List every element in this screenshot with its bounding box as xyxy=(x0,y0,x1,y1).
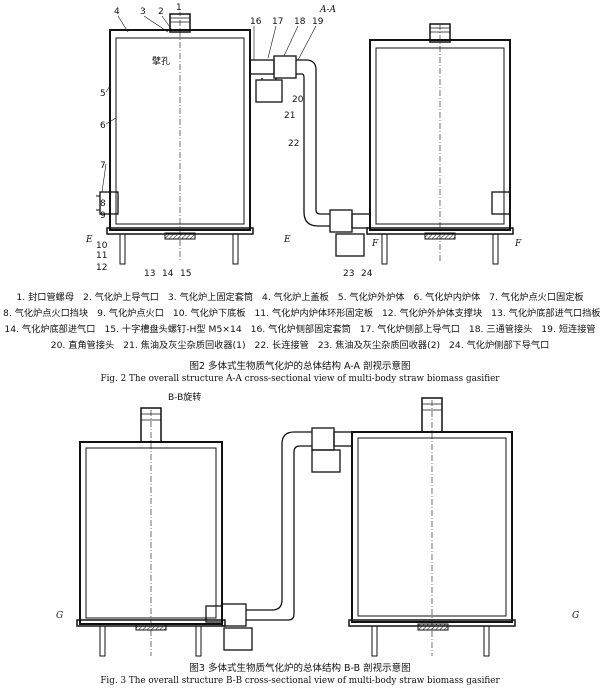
callout-22: 22 xyxy=(288,139,299,149)
fig2-drawing: A-A E E F F 擘孔 1 2 3 4 5 6 7 8 9 10 11 1… xyxy=(85,3,522,279)
legend-item: 18. 三通管接头 xyxy=(468,324,533,335)
fig2-caption-cn: 图2 多体式生物质气化炉的总体结构 A-A 剖视示意图 xyxy=(189,361,411,372)
left-gasifier xyxy=(96,13,254,265)
fig3-connecting-pipe xyxy=(205,427,353,651)
fig2-side-mark-left: E xyxy=(85,235,93,245)
fig3-caption-cn: 图3 多体式生物质气化炉的总体结构 B-B 剖视示意图 xyxy=(189,663,411,674)
callout-1: 1 xyxy=(176,3,182,13)
callout-18: 18 xyxy=(294,17,306,27)
connecting-pipe xyxy=(249,55,371,257)
fig2-side-mark-f: F xyxy=(371,239,379,249)
callout-11: 11 xyxy=(96,251,107,261)
legend-item: 10. 气化炉下底板 xyxy=(172,308,246,319)
legend-item: 11. 气化炉内炉体环形固定板 xyxy=(254,308,374,319)
callout-12: 12 xyxy=(96,263,107,273)
fig2-legend: 1. 封口管螺母 2. 气化炉上导气口 3. 气化炉上固定套筒 4. 气化炉上盖… xyxy=(0,290,600,354)
legend-item: 14. 气化炉底部进气口 xyxy=(4,324,96,335)
callout-13: 13 xyxy=(144,269,155,279)
legend-row-3: 14. 气化炉底部进气口 15. 十字槽盘头螺钉-H型 M5×14 16. 气化… xyxy=(0,322,600,338)
legend-item: 23. 焦油及灰尘杂质回收器(2) xyxy=(317,340,441,351)
legend-item: 9. 气化炉点火口 xyxy=(97,308,164,319)
legend-item: 12. 气化炉外炉体支撑块 xyxy=(381,308,483,319)
callout-7: 7 xyxy=(100,161,106,171)
fig2-side-mark-right: E xyxy=(283,235,291,245)
legend-row-2: 8. 气化炉点火口挡块 9. 气化炉点火口 10. 气化炉下底板 11. 气化炉… xyxy=(0,306,600,322)
fig2-side-mark-f2: F xyxy=(514,239,522,249)
fig3-caption-en: Fig. 3 The overall structure B-B cross-s… xyxy=(100,676,500,686)
callout-23: 23 xyxy=(343,269,354,279)
fig3-side-mark-left: G xyxy=(56,611,63,621)
callout-2: 2 xyxy=(158,7,164,17)
callout-3: 3 xyxy=(140,7,146,17)
legend-item: 2. 气化炉上导气口 xyxy=(82,292,159,303)
callout-10: 10 xyxy=(96,241,108,251)
callout-15: 15 xyxy=(180,269,191,279)
legend-row-4: 20. 直角管接头 21. 焦油及灰尘杂质回收器(1) 22. 长连接管 23.… xyxy=(0,338,600,354)
legend-item: 5. 气化炉外炉体 xyxy=(337,292,405,303)
callout-4: 4 xyxy=(114,7,120,17)
fig3-side-mark-right: G xyxy=(572,611,579,621)
legend-item: 1. 封口管螺母 xyxy=(16,292,75,303)
callout-19: 19 xyxy=(312,17,324,27)
fig3-right-gasifier xyxy=(348,397,516,657)
callout-8: 8 xyxy=(100,199,106,209)
fig2-caption-en: Fig. 2 The overall structure A-A cross-s… xyxy=(100,374,500,384)
legend-row-1: 1. 封口管螺母 2. 气化炉上导气口 3. 气化炉上固定套筒 4. 气化炉上盖… xyxy=(0,290,600,306)
legend-item: 17. 气化炉侧部上导气口 xyxy=(359,324,460,335)
legend-item: 7. 气化炉点火口固定板 xyxy=(489,292,584,303)
callout-14: 14 xyxy=(162,269,174,279)
fig3-left-gasifier xyxy=(76,407,226,657)
legend-item: 3. 气化炉上固定套筒 xyxy=(167,292,254,303)
callout-6: 6 xyxy=(100,121,106,131)
callout-21: 21 xyxy=(284,111,295,121)
legend-item: 13. 气化炉底部进气口挡板 xyxy=(491,308,600,319)
legend-item: 24. 气化炉侧部下导气口 xyxy=(449,340,550,351)
fig3-section-mark: B-B旋转 xyxy=(168,391,201,403)
callout-5: 5 xyxy=(100,89,106,99)
callout-20: 20 xyxy=(292,95,304,105)
legend-item: 4. 气化炉上盖板 xyxy=(262,292,329,303)
fig2-callouts: 1 2 3 4 5 6 7 8 9 10 11 12 13 14 15 16 1… xyxy=(96,3,373,279)
legend-item: 19. 短连接管 xyxy=(541,324,596,335)
legend-item: 16. 气化炉侧部固定套筒 xyxy=(250,324,351,335)
legend-item: 6. 气化炉内炉体 xyxy=(413,292,481,303)
legend-item: 22. 长连接管 xyxy=(254,340,309,351)
callout-17: 17 xyxy=(272,17,283,27)
callout-16: 16 xyxy=(250,17,262,27)
legend-item: 15. 十字槽盘头螺钉-H型 M5×14 xyxy=(104,324,242,335)
legend-item: 8. 气化炉点火口挡块 xyxy=(3,308,89,319)
hole-label: 擘孔 xyxy=(152,55,170,67)
legend-item: 20. 直角管接头 xyxy=(50,340,115,351)
fig2-section-mark: A-A xyxy=(319,5,337,15)
callout-9: 9 xyxy=(100,211,106,221)
right-gasifier xyxy=(366,23,514,265)
callout-24: 24 xyxy=(361,269,373,279)
legend-item: 21. 焦油及灰尘杂质回收器(1) xyxy=(123,340,246,351)
